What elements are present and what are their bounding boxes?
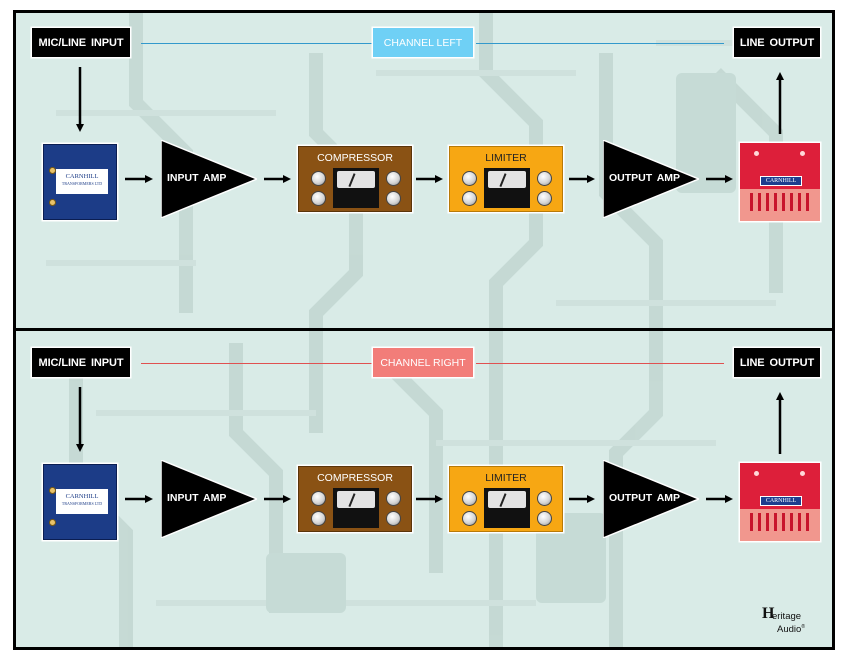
amp-triangle-icon xyxy=(160,458,259,540)
transformer-label-plate: CARNHILL TRANSFORMERS LTD xyxy=(56,169,108,194)
output-transformer-brand: CARNHILL xyxy=(760,496,802,506)
line-output-box: LINE OUTPUT xyxy=(734,28,820,57)
knob-icon xyxy=(462,491,477,506)
transformer-brand: CARNHILL xyxy=(65,493,99,500)
screw-icon xyxy=(49,199,56,206)
screw-icon xyxy=(800,151,805,156)
limiter-label: LIMITER xyxy=(485,472,527,484)
channel-line-left-b xyxy=(476,43,724,44)
knob-icon xyxy=(462,171,477,186)
heritage-audio-logo: H eritage Audio® xyxy=(760,605,816,636)
transformer-sub-brand: TRANSFORMERS LTD xyxy=(61,181,103,186)
knob-icon xyxy=(311,171,326,186)
knob-icon xyxy=(311,511,326,526)
amp-triangle-icon xyxy=(602,138,701,220)
limiter-label: LIMITER xyxy=(485,152,527,164)
output-transformer-brand: CARNHILL xyxy=(760,176,802,186)
input-amp: INPUT AMP xyxy=(160,458,259,540)
channel-divider xyxy=(16,328,832,331)
signal-arrows xyxy=(76,67,784,183)
vu-meter-icon xyxy=(333,488,379,528)
output-transformer: CARNHILL xyxy=(740,143,820,221)
line-output-box: LINE OUTPUT xyxy=(734,348,820,377)
channel-line-right-a xyxy=(141,363,373,364)
limiter-unit: LIMITER xyxy=(449,146,563,212)
logo-line2: Audio® xyxy=(777,624,805,636)
channel-line-left-a xyxy=(141,43,373,44)
screw-icon xyxy=(754,471,759,476)
transformer-pins xyxy=(750,513,810,531)
diagram-frame: MIC/LINE INPUT CHANNEL LEFT LINE OUTPUT … xyxy=(13,10,835,650)
output-amp: OUTPUT AMP xyxy=(602,138,701,220)
channel-left: MIC/LINE INPUT CHANNEL LEFT LINE OUTPUT … xyxy=(16,13,832,328)
vu-meter-icon xyxy=(484,488,530,528)
transformer-brand: CARNHILL xyxy=(65,173,99,180)
channel-line-right-b xyxy=(476,363,724,364)
knob-icon xyxy=(311,191,326,206)
screw-icon xyxy=(49,519,56,526)
knob-icon xyxy=(462,191,477,206)
logo-line1: eritage xyxy=(772,611,802,622)
signal-arrows xyxy=(76,387,784,503)
knob-icon xyxy=(537,491,552,506)
limiter-unit: LIMITER xyxy=(449,466,563,532)
input-amp: INPUT AMP xyxy=(160,138,259,220)
knob-icon xyxy=(537,171,552,186)
transformer-sub-brand: TRANSFORMERS LTD xyxy=(61,501,103,506)
transformer-label-plate: CARNHILL TRANSFORMERS LTD xyxy=(56,489,108,514)
screw-icon xyxy=(754,151,759,156)
knob-icon xyxy=(386,511,401,526)
amp-triangle-icon xyxy=(160,138,259,220)
input-amp-label: INPUT AMP xyxy=(167,172,227,184)
mic-line-input-box: MIC/LINE INPUT xyxy=(32,348,130,377)
output-transformer: CARNHILL xyxy=(740,463,820,541)
mic-line-input-box: MIC/LINE INPUT xyxy=(32,28,130,57)
logo-mark: H xyxy=(762,605,775,622)
input-transformer: CARNHILL TRANSFORMERS LTD xyxy=(43,464,117,540)
input-transformer: CARNHILL TRANSFORMERS LTD xyxy=(43,144,117,220)
vu-meter-icon xyxy=(484,168,530,208)
knob-icon xyxy=(386,191,401,206)
knob-icon xyxy=(386,171,401,186)
knob-icon xyxy=(386,491,401,506)
screw-icon xyxy=(49,167,56,174)
input-amp-label: INPUT AMP xyxy=(167,492,227,504)
compressor-unit: COMPRESSOR xyxy=(298,466,412,532)
knob-icon xyxy=(462,511,477,526)
amp-triangle-icon xyxy=(602,458,701,540)
screw-icon xyxy=(49,487,56,494)
compressor-unit: COMPRESSOR xyxy=(298,146,412,212)
channel-left-tag: CHANNEL LEFT xyxy=(373,28,473,57)
knob-icon xyxy=(537,511,552,526)
channel-right: MIC/LINE INPUT CHANNEL RIGHT LINE OUTPUT… xyxy=(16,331,832,647)
knob-icon xyxy=(311,491,326,506)
output-amp: OUTPUT AMP xyxy=(602,458,701,540)
knob-icon xyxy=(537,191,552,206)
output-amp-label: OUTPUT AMP xyxy=(609,172,681,184)
vu-meter-icon xyxy=(333,168,379,208)
screw-icon xyxy=(800,471,805,476)
compressor-label: COMPRESSOR xyxy=(317,472,393,484)
compressor-label: COMPRESSOR xyxy=(317,152,393,164)
transformer-pins xyxy=(750,193,810,211)
output-amp-label: OUTPUT AMP xyxy=(609,492,681,504)
channel-right-tag: CHANNEL RIGHT xyxy=(373,348,473,377)
